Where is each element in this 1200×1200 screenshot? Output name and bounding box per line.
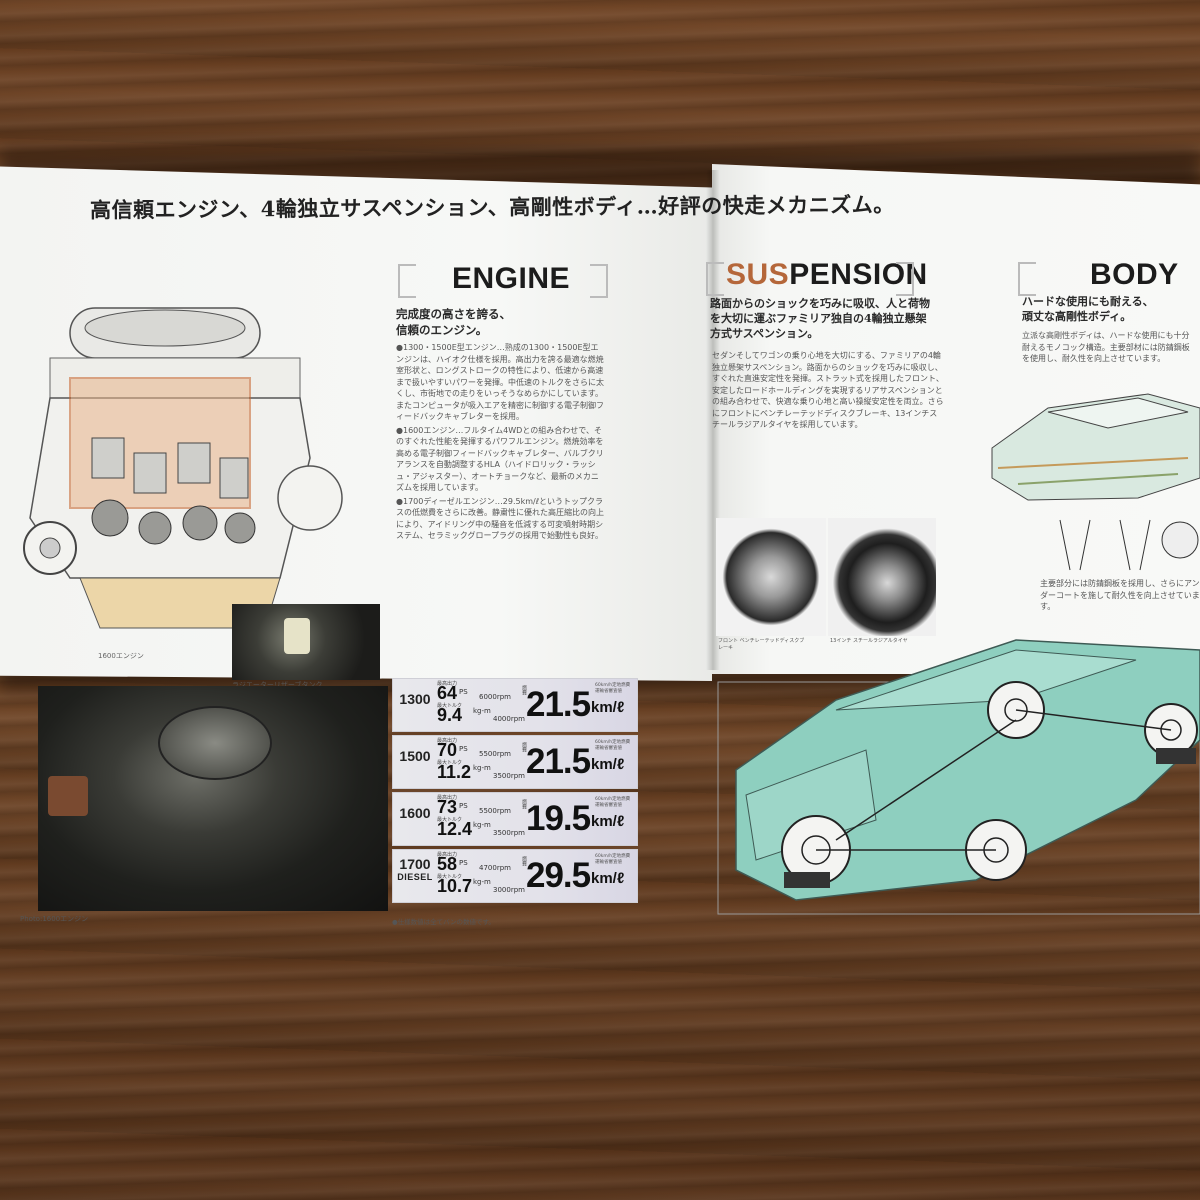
radiator-reserve-tank-photo xyxy=(232,604,380,680)
disc-brake-caption: フロント ベンチレーテッドディスクブレーキ xyxy=(718,638,805,651)
engine-body-text: ●1300・1500E型エンジン…熟成の1300・1500E型エンジンは、ハイオ… xyxy=(396,343,604,540)
suspension-body-text: セダンそしてワゴンの乗り心地を大切にする、ファミリアの4輪独立懸架サスペンション… xyxy=(712,351,944,429)
title-bracket-left xyxy=(1018,262,1036,296)
body-frame-illustration xyxy=(991,393,1200,501)
disc-brake-photo xyxy=(716,518,826,636)
title-bracket-right xyxy=(896,262,914,296)
title-bracket-left xyxy=(706,262,724,296)
body-detail-caption: 主要部分には防錆鋼板を採用し、さらにアンダーコートを施して耐久性を向上させていま… xyxy=(1040,579,1200,611)
spec-row: 1600 最高出力 73 PS 5500rpm 最大トルク 12.4 kg-m … xyxy=(392,792,638,846)
body-detail-illustration xyxy=(1059,519,1199,571)
small-photo-caption: ラジエーターリザーブタンク xyxy=(232,681,323,689)
title-bracket-right xyxy=(590,264,608,298)
engine-cutaway-illustration xyxy=(23,307,343,629)
large-photo-caption: Photo:1600エンジン xyxy=(20,915,89,923)
body-subhead: ハードな使用にも耐える、頑丈な高剛性ボディ。 xyxy=(1022,295,1154,323)
radial-tire-photo xyxy=(828,518,936,636)
title-bracket-left xyxy=(398,264,416,298)
engine-title: ENGINE xyxy=(452,262,571,295)
engine-illustration-caption: 1600エンジン xyxy=(98,652,144,660)
spread-headline: 高信頼エンジン、4輪独立サスペンション、高剛性ボディ…好評の快走メカニズム。 xyxy=(89,191,895,223)
suspension-subhead: 路面からのショックを巧みに吸収、人と荷物を大切に運ぶファミリア独自の4輪独立懸架… xyxy=(710,297,930,340)
radial-tire-caption: 13インチ スチールラジアルタイヤ xyxy=(830,638,908,644)
body-title: BODY xyxy=(1090,258,1179,291)
engine-bay-photo xyxy=(38,686,388,911)
spec-row: 1500 最高出力 70 PS 5500rpm 最大トルク 11.2 kg-m … xyxy=(392,735,638,789)
engine-subhead: 完成度の高さを誇る、信頼のエンジン。 xyxy=(396,307,511,337)
wagon-suspension-illustration xyxy=(717,639,1200,915)
spec-footnote: ●仕様数値は全てバンの数値です。 xyxy=(392,918,495,926)
body-body-text: 立派な高剛性ボディは、ハードな使用にも十分耐えるモノコック構造。主要部材には防錆… xyxy=(1022,331,1190,363)
spec-row: 1300 最高出力 64 PS 6000rpm 最大トルク 9.4 kg-m 4… xyxy=(392,678,638,732)
engine-spec-table: 1300 最高出力 64 PS 6000rpm 最大トルク 9.4 kg-m 4… xyxy=(392,678,638,906)
